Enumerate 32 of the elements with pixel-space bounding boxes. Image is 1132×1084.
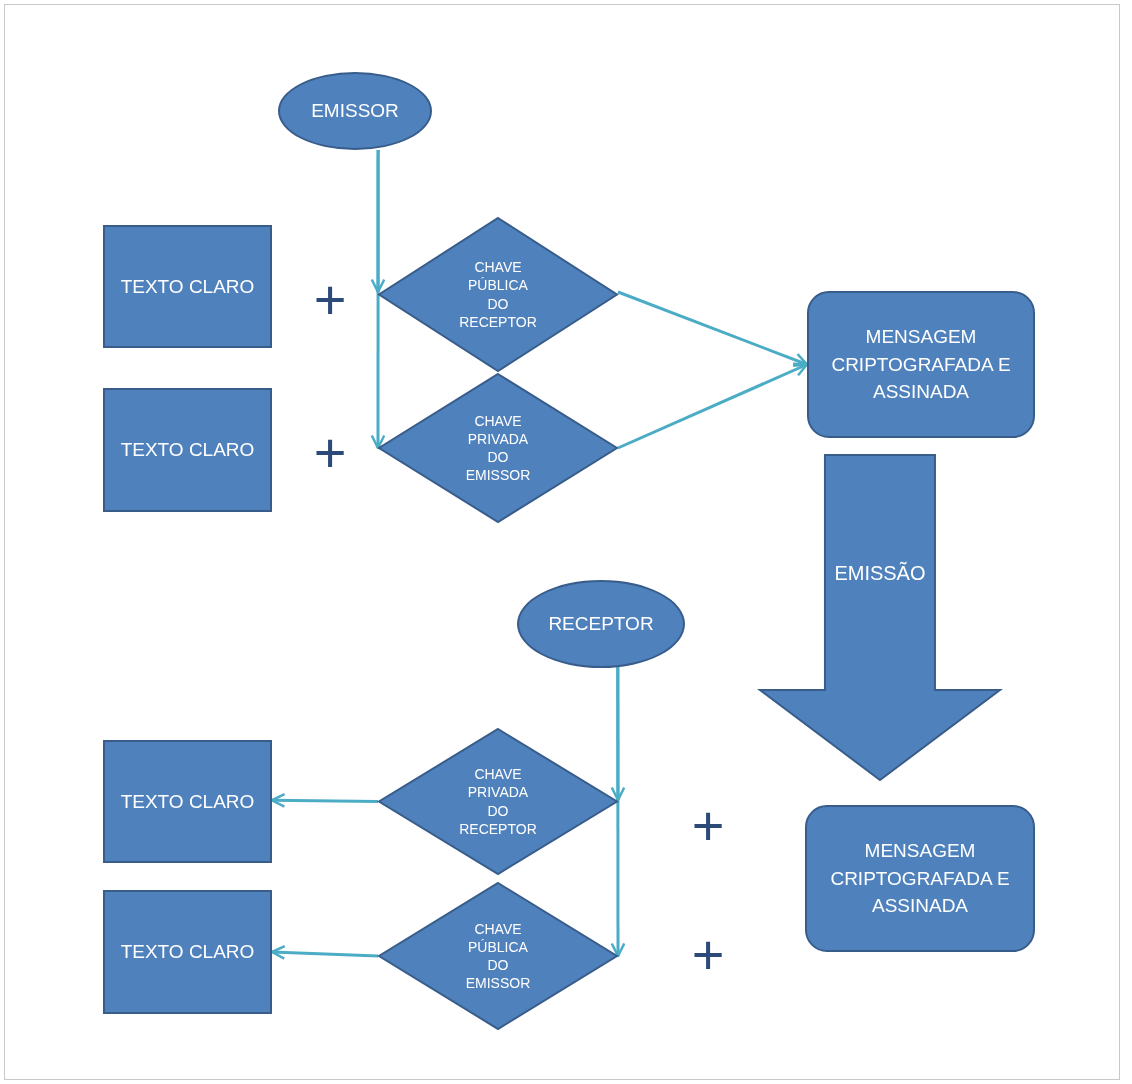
node-label: MENSAGEM CRIPTOGRAFADA E ASSINADA xyxy=(829,839,1011,919)
node-label: EMISSOR xyxy=(311,99,399,124)
node-label: CHAVE PÚBLICA DO RECEPTOR xyxy=(458,258,538,331)
process-box xyxy=(103,388,272,512)
decision-diamond xyxy=(378,217,618,372)
rounded-box xyxy=(807,291,1035,438)
process-box xyxy=(103,225,272,348)
block-arrow xyxy=(756,454,1003,782)
arrow xyxy=(617,290,809,368)
plus-sign: + xyxy=(313,425,347,481)
node-label: TEXTO CLARO xyxy=(120,438,255,463)
node-label: TEXTO CLARO xyxy=(120,789,255,814)
decision-diamond xyxy=(378,882,618,1030)
rounded-box xyxy=(805,805,1035,952)
plus-sign: + xyxy=(691,927,725,983)
node-label: CHAVE PRIVADA DO RECEPTOR xyxy=(458,765,538,838)
node-label: CHAVE PÚBLICA DO EMISSOR xyxy=(464,919,532,993)
plus-sign: + xyxy=(313,272,347,328)
arrow xyxy=(617,362,809,450)
decision-diamond xyxy=(378,728,618,875)
node-label: TEXTO CLARO xyxy=(120,274,255,299)
node-label: RECEPTOR xyxy=(548,612,654,637)
node-label: TEXTO CLARO xyxy=(120,940,255,965)
process-box xyxy=(103,890,272,1014)
edge-label: EMISSÃO xyxy=(834,561,926,584)
plus-sign: + xyxy=(691,798,725,854)
node-label: CHAVE PRIVADA DO EMISSOR xyxy=(464,411,532,485)
decision-diamond xyxy=(378,373,618,523)
node-label: MENSAGEM CRIPTOGRAFADA E ASSINADA xyxy=(830,325,1012,405)
arrow xyxy=(370,150,386,450)
arrow xyxy=(610,667,626,958)
process-box xyxy=(103,740,272,863)
